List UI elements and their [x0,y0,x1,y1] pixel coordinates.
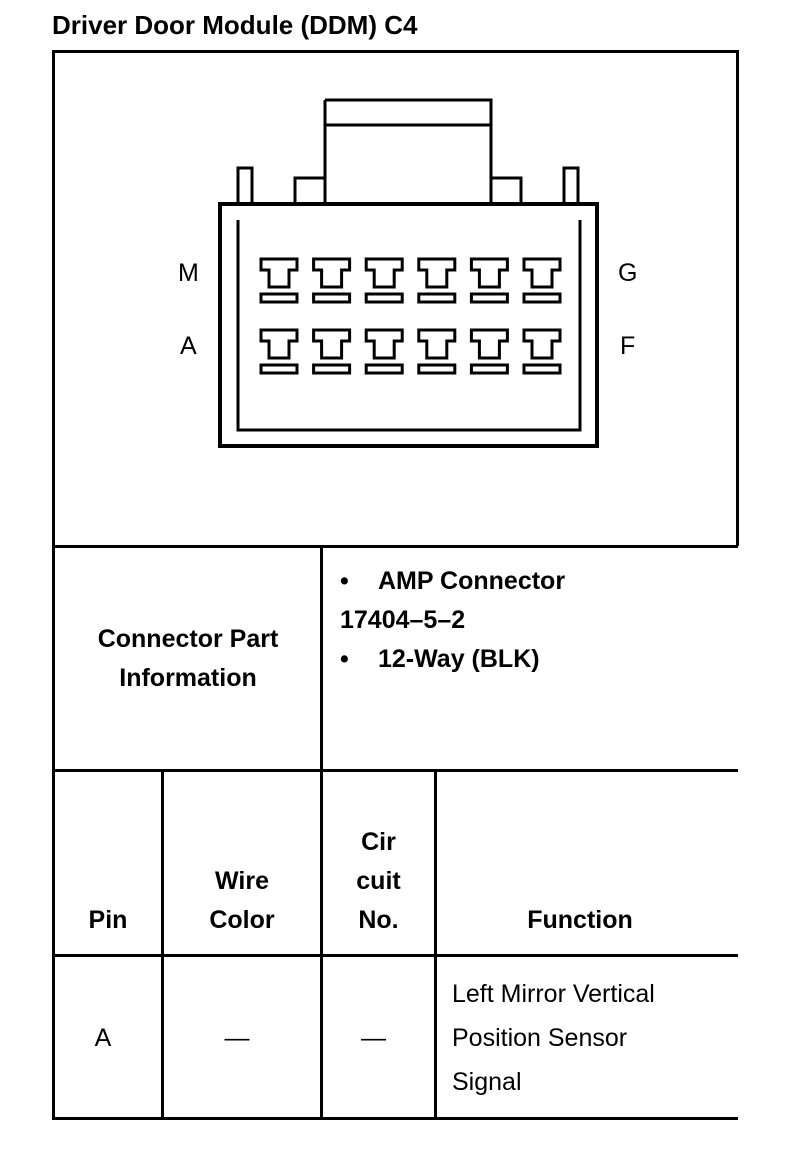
circuit-value: — [361,1024,386,1052]
bullet-icon: • [340,645,349,673]
part-info-connector-type: AMP Connector [378,567,566,595]
cavity-label-g: G [618,259,637,287]
divider-col-circuit [434,769,437,1120]
bullet-icon: • [340,567,349,595]
divider-col-wire [320,769,323,1120]
cavity-group [259,257,562,375]
part-info-label: Connector Part Information [55,548,321,770]
cavity-terminal [417,257,457,304]
header-function-text: Function [527,906,633,934]
page-title: Driver Door Module (DDM) C4 [52,10,418,40]
cavity-terminal [522,257,562,304]
header-wire-color: Wire Color [164,772,320,940]
cavity-terminal [522,328,562,375]
table-row-function: Left Mirror Vertical Position Sensor Sig… [452,957,732,1119]
function-line3: Signal [452,1068,522,1096]
connector-table-frame [52,50,738,1120]
part-info-part-number: 17404–5–2 [340,606,466,634]
connector-body [218,202,599,448]
divider-table-top [52,769,738,772]
table-row-wire-color: — [164,957,310,1119]
part-info-list: • AMP Connector 17404–5–2 • 12-Way (BLK) [340,562,730,679]
cavity-label-a: A [180,332,197,360]
part-info-item: • AMP Connector [340,562,730,601]
header-circuit-no: Cir cuit No. [323,772,434,940]
cavity-terminal [469,257,509,304]
header-circuit-line1: Cir [361,828,396,856]
cavity-terminal [312,328,352,375]
table-row-pin: A [55,957,151,1119]
header-wire-line2: Color [209,906,275,934]
part-info-label-line2: Information [119,664,257,692]
connector-diagram: M A G F [178,98,637,448]
cavity-terminal [364,328,404,375]
cavity-terminal [312,257,352,304]
divider-col-pin [161,769,164,1120]
cavity-terminal [469,328,509,375]
divider-info-top [52,545,738,548]
header-circuit-line3: No. [358,906,399,934]
divider-info-mid [320,545,323,771]
table-row-circuit: — [323,957,424,1119]
cavity-label-m: M [178,259,199,287]
cavity-terminal [417,328,457,375]
header-pin: Pin [55,772,161,940]
header-pin-text: Pin [88,906,128,934]
header-function: Function [437,772,723,940]
frame-right-border [736,50,739,546]
function-line1: Left Mirror Vertical [452,980,655,1008]
cavity-terminal [259,328,299,375]
header-wire-line1: Wire [215,867,269,895]
connector-latch [325,98,493,204]
part-info-item: • 12-Way (BLK) [340,640,730,679]
header-circuit-line2: cuit [356,867,401,895]
pin-value: A [94,1024,112,1052]
wire-color-value: — [224,1024,250,1052]
part-info-label-line1: Connector Part [97,625,279,653]
function-line2: Position Sensor [452,1024,628,1052]
cavity-terminal [259,257,299,304]
divider-header-bottom [52,954,738,957]
part-info-cavity-count: 12-Way (BLK) [378,645,540,673]
cavity-terminal [364,257,404,304]
connector-inner-body [236,220,582,432]
cavity-label-f: F [620,332,635,360]
